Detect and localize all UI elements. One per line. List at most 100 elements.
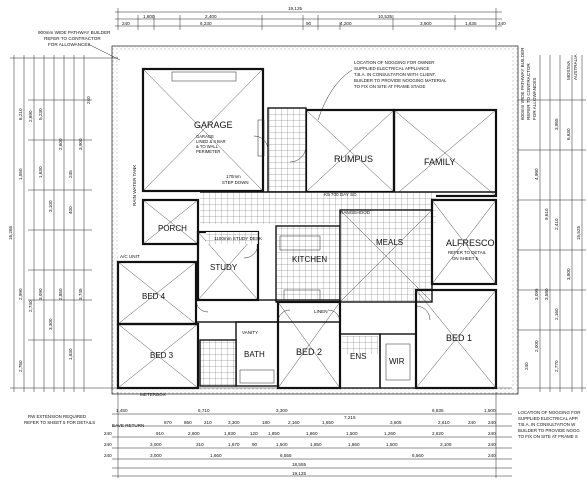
room-label-bath: BATH <box>244 350 265 359</box>
dim-bottom: 1,850 <box>268 431 280 436</box>
dim-right: 2,000 <box>534 340 539 352</box>
dim-bottom: 180 <box>262 420 270 425</box>
entry-hall-tiles <box>268 108 306 192</box>
svg-text:ON SHEET 5: ON SHEET 5 <box>452 256 479 261</box>
dim-bottom: 240 <box>488 453 496 458</box>
svg-text:LINED & 4 BAR: LINED & 4 BAR <box>196 139 226 144</box>
room-label-porch: PORCH <box>158 224 187 233</box>
dim-right: 2,160 <box>554 308 559 320</box>
dim-bottom: 1,660 <box>210 453 222 458</box>
room-label-ens: ENS <box>350 352 366 361</box>
svg-text:RW EXTENSION REQUIRED: RW EXTENSION REQUIRED <box>28 414 86 419</box>
meter-box-note: METERBOX <box>140 392 166 397</box>
dim-bottom: 1,860 <box>306 431 318 436</box>
dim-bottom: 1,650 <box>322 420 334 425</box>
dim-left: 245 <box>68 170 73 178</box>
dim-left: 3,745 <box>78 288 83 300</box>
dim-bottom: 2,610 <box>438 420 450 425</box>
study-desk-note: 1100mm STUDY DESK <box>214 236 263 241</box>
dim-right: 240 <box>524 362 529 370</box>
svg-text:GARAGE: GARAGE <box>196 134 214 139</box>
svg-text:PERIMETER: PERIMETER <box>196 149 220 154</box>
dim-bottom: 1,850 <box>310 442 322 447</box>
dim-bottom: 1,500 <box>386 442 398 447</box>
dim-left: 2,740 <box>28 300 33 312</box>
dim-bottom: 3,300 <box>228 420 240 425</box>
dim-bottom: 2,160 <box>288 420 300 425</box>
dim-bottom: 1,450 <box>116 408 128 413</box>
room-label-bed2: BED 2 <box>296 347 322 357</box>
dim-top: 90 <box>306 21 312 26</box>
svg-text:TO FIX ON SITE AT FRAME STAGE: TO FIX ON SITE AT FRAME STAGE <box>354 84 425 89</box>
dim-bottom: 240 <box>104 453 112 458</box>
room-label-kitchen: KITCHEN <box>292 255 327 264</box>
dim-left: 1,830 <box>68 348 73 360</box>
dim-bottom: 240 <box>488 442 496 447</box>
garage-detail-note: GARAGE LINED & 4 BAR & TO WALL PERIMETER <box>196 134 226 154</box>
dim-top: 240 <box>122 21 130 26</box>
svg-text:REFER TO CONTRACTOR: REFER TO CONTRACTOR <box>526 63 531 120</box>
rain-water-note: RAIN WATER TANK <box>132 164 137 206</box>
svg-text:T.B.A. IN CONSULTATION WITH CL: T.B.A. IN CONSULTATION WITH CLIENT. <box>354 72 436 77</box>
dim-bottom: 1,500 <box>276 442 288 447</box>
svg-text:BUILDER TO PROVIDE NOGG: BUILDER TO PROVIDE NOGG <box>518 428 580 433</box>
linen-note: LINEN <box>314 309 328 314</box>
bottom-dimension-lines <box>112 392 512 478</box>
svg-text:STEP DOWN: STEP DOWN <box>222 180 249 185</box>
dim-top: 6,230 <box>200 21 212 26</box>
dim-bottom: 210 <box>204 420 212 425</box>
dim-top: 4,200 <box>340 21 352 26</box>
dim-right: 3,955 <box>554 118 559 130</box>
top-dimension-lines: 19,125 1,800 2,400 10,535 240 6,230 90 4… <box>115 6 506 30</box>
dim-bottom: 240 <box>104 442 112 447</box>
pathway-note-top: 900mm WIDE PATHWAY BUILDER REFER TO CONT… <box>38 30 121 61</box>
dim-top: 240 <box>498 21 506 26</box>
dim-left: 2,690 <box>28 110 33 122</box>
dim-right: 9,610 <box>544 208 549 220</box>
dim-bottom: 240 <box>488 420 496 425</box>
dim-top: 3,900 <box>420 21 432 26</box>
dim-bottom: 90 <box>252 442 258 447</box>
room-label-family: FAMILY <box>424 157 455 167</box>
svg-text:600mm WIDE PATHWAY BUILDER: 600mm WIDE PATHWAY BUILDER <box>520 47 525 120</box>
alfresco-detail-note: REFER TO DETAIL ON SHEET 5 <box>448 250 487 261</box>
dim-bottom-total: 18,555 <box>292 462 306 467</box>
svg-text:TO FIX ON SITE AT FRAME S: TO FIX ON SITE AT FRAME S <box>518 434 578 439</box>
svg-text:REFER TO CONTRACTOR: REFER TO CONTRACTOR <box>44 36 101 41</box>
dim-bottom: 1,500 <box>346 431 358 436</box>
svg-text:MOSSVA: MOSSVA <box>566 60 571 80</box>
dim-bottom: 120 <box>250 431 258 436</box>
svg-text:AUSTRALIA: AUSTRALIA <box>573 54 578 80</box>
svg-text:T.B.A. IN CONSULTATION W: T.B.A. IN CONSULTATION W <box>518 422 576 427</box>
dim-bottom: 1,670 <box>228 442 240 447</box>
svg-text:& TO WALL: & TO WALL <box>196 144 219 149</box>
dim-right: 2,410 <box>554 218 559 230</box>
room-label-alfresco: ALFRESCO <box>446 238 495 248</box>
dim-bottom: 1,860 <box>348 442 360 447</box>
garage-walls <box>141 67 265 193</box>
dim-bottom: 870 <box>164 420 172 425</box>
dim-bottom: 1,500 <box>484 408 496 413</box>
room-label-wir: WIR <box>389 357 405 366</box>
dim-right: 15,525 <box>576 226 581 240</box>
nogging-note-top: LOCATION OF NOGGING FOR OWNER SUPPLIED E… <box>354 60 447 89</box>
dim-right: 3,095 <box>534 288 539 300</box>
dim-bottom: 6,835 <box>432 408 444 413</box>
dim-bottom-total: 19,125 <box>292 471 306 476</box>
room-label-study: STUDY <box>210 263 238 272</box>
dim-top: 1,635 <box>465 21 477 26</box>
bottom-dim-labels: 1,450 6,710 3,300 7,215 6,835 1,500 870 … <box>104 408 496 476</box>
dim-bottom: 910 <box>156 431 164 436</box>
refer-sheet-note: RW EXTENSION REQUIRED REFER TO SHEET 5 F… <box>24 414 95 425</box>
dim-left: 2,760 <box>18 360 23 372</box>
dim-bottom: 6,710 <box>198 408 210 413</box>
svg-text:SUPPLIED ELECTRICAL APPLIANCE: SUPPLIED ELECTRICAL APPLIANCE <box>354 66 430 71</box>
dim-right: 4,980 <box>534 168 539 180</box>
dim-left: 2,990 <box>18 288 23 300</box>
dim-left: 16,265 <box>8 226 13 240</box>
dim-left: 400 <box>68 206 73 214</box>
svg-text:170mm: 170mm <box>226 174 241 179</box>
dim-bottom: 2,620 <box>432 431 444 436</box>
kitchen-tiles <box>276 226 340 302</box>
